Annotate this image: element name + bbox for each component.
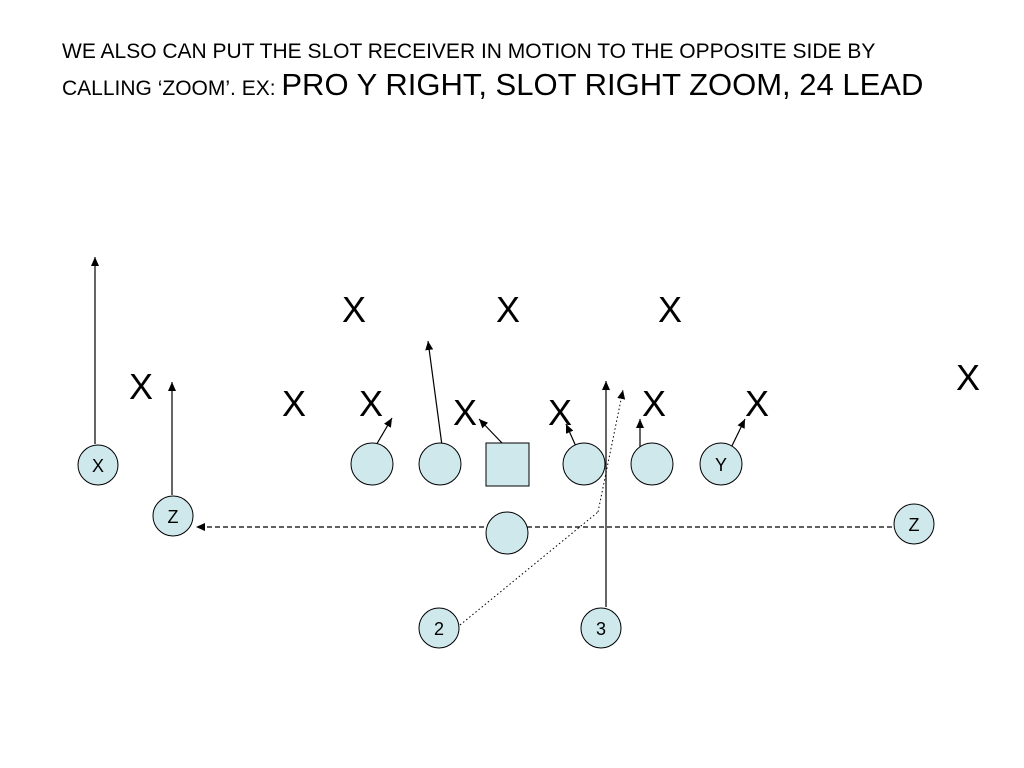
y-end-label: Y <box>715 455 727 475</box>
defender-mark: X <box>496 289 520 330</box>
defender-mark: X <box>129 366 153 407</box>
defender-mark: X <box>658 289 682 330</box>
defender-mark: X <box>359 383 383 424</box>
ball-carrier-path <box>459 511 599 626</box>
defender-mark: X <box>745 383 769 424</box>
x-receiver-label: X <box>92 456 104 476</box>
z-motion-label: Z <box>909 515 920 535</box>
z-slot-label: Z <box>168 507 179 527</box>
defender-mark: X <box>956 357 980 398</box>
ball-carrier-path-upfield <box>597 389 626 513</box>
defender-mark: X <box>548 392 572 433</box>
defender-mark: X <box>282 383 306 424</box>
center-block <box>478 418 503 444</box>
back-2 <box>418 607 460 649</box>
left-guard <box>418 442 462 486</box>
z-slot-receiver <box>152 495 194 537</box>
quarterback <box>485 511 529 555</box>
z-motion-receiver <box>893 503 935 545</box>
right-guard <box>562 442 606 486</box>
left-tackle <box>350 442 394 486</box>
slide-title: WE ALSO CAN PUT THE SLOT RECEIVER IN MOT… <box>62 38 962 106</box>
center <box>485 442 530 487</box>
defender-mark: X <box>453 392 477 433</box>
x-receiver <box>77 444 119 486</box>
left-guard-block <box>425 340 444 454</box>
right-tackle <box>630 442 674 486</box>
defender-mark: X <box>642 383 666 424</box>
title-play-call: PRO Y RIGHT, SLOT RIGHT ZOOM, 24 LEAD <box>281 67 924 103</box>
title-description: WE ALSO CAN PUT THE SLOT RECEIVER IN MOT… <box>62 40 875 101</box>
y-end <box>699 442 743 486</box>
back-3 <box>580 607 622 649</box>
back-3-label: 3 <box>596 619 606 639</box>
defender-mark: X <box>342 289 366 330</box>
back-2-label: 2 <box>434 619 444 639</box>
